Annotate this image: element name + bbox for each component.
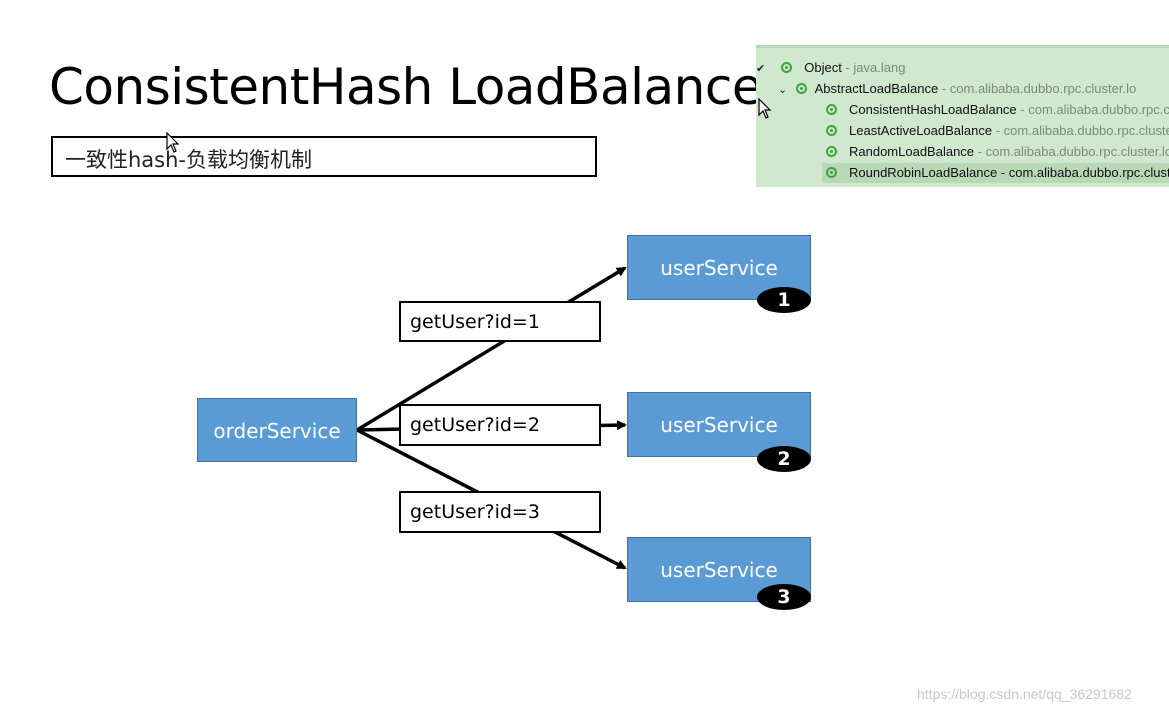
class-name: ConsistentHashLoadBalance (849, 102, 1017, 117)
class-icon (826, 146, 837, 157)
package-name: - com.alibaba.dubbo.rpc.cluster.loadbala… (1020, 102, 1169, 117)
package-name: - com.alibaba.dubbo.rpc.cluster.loadbala… (1000, 165, 1169, 180)
request-label-3: getUser?id=3 (399, 491, 601, 533)
slide-subtitle: 一致性hash-负载均衡机制 (51, 136, 597, 177)
node-label: userService (660, 558, 778, 582)
tree-row-child[interactable]: LeastActiveLoadBalance - com.alibaba.dub… (826, 121, 1169, 141)
class-name: Object (804, 60, 842, 75)
abstract-class-icon (795, 83, 807, 94)
class-name: LeastActiveLoadBalance (849, 123, 993, 138)
node-label: orderService (213, 419, 341, 443)
server-badge-1: 1 (757, 287, 811, 313)
node-label: userService (660, 413, 778, 437)
class-icon (826, 167, 837, 178)
server-badge-3: 3 (757, 584, 811, 610)
edge-to-user-service-1 (356, 266, 627, 432)
package-name: - com.alibaba.dubbo.rpc.cluster.loadbala… (977, 144, 1169, 159)
package-name: - java.lang (841, 60, 906, 75)
mouse-cursor-icon (758, 98, 772, 119)
class-hierarchy-panel: ✔ Object - java.lang ⌄ AbstractLoadBalan… (756, 45, 1169, 187)
request-label-1: getUser?id=1 (399, 301, 601, 342)
package-name: - com.alibaba.dubbo.rpc.cluster.lo (938, 81, 1137, 96)
watermark: https://blog.csdn.net/qq_36291682 (917, 686, 1132, 702)
slide-title: ConsistentHash LoadBalance (49, 58, 763, 116)
collapse-toggle-icon[interactable]: ✔ (756, 63, 766, 75)
class-name: RandomLoadBalance (849, 144, 975, 159)
tree-row-abstract-load-balance[interactable]: ⌄ AbstractLoadBalance - com.alibaba.dubb… (778, 79, 1136, 99)
tree-row-child[interactable]: ConsistentHashLoadBalance - com.alibaba.… (826, 100, 1169, 120)
class-name: RoundRobinLoadBalance (849, 165, 998, 180)
node-label: userService (660, 256, 778, 280)
order-service-node: orderService (197, 398, 357, 462)
mouse-cursor-icon (166, 132, 180, 153)
class-name: AbstractLoadBalance (814, 81, 939, 96)
tree-row-child-selected[interactable]: RoundRobinLoadBalance - com.alibaba.dubb… (822, 163, 1169, 183)
class-icon (826, 104, 837, 115)
request-label-2: getUser?id=2 (399, 404, 601, 446)
class-icon (826, 125, 837, 136)
tree-row-object[interactable]: ✔ Object - java.lang (756, 58, 905, 78)
server-badge-2: 2 (757, 446, 811, 472)
class-icon (781, 62, 793, 73)
chevron-down-icon[interactable]: ⌄ (778, 84, 788, 96)
tree-row-child[interactable]: RandomLoadBalance - com.alibaba.dubbo.rp… (826, 142, 1169, 162)
package-name: - com.alibaba.dubbo.rpc.cluster.loadbala… (995, 123, 1169, 138)
